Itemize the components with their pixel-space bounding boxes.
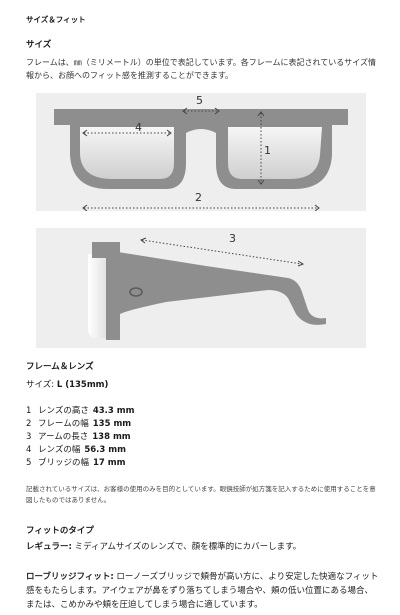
right-lens-shape — [228, 127, 322, 179]
spec-value: 56.3 mm — [84, 445, 126, 455]
frame-lens-title: フレーム＆レンズ — [26, 362, 94, 372]
spec-num: 4 — [26, 445, 32, 455]
spec-row: 2 フレームの幅 135 mm — [26, 418, 135, 431]
spec-value: 135 mm — [92, 419, 132, 429]
dim-label-5: 5 — [196, 94, 203, 107]
fit-lowbridge: ローブリッジフィット: ローノーズブリッジで頬骨が高い方に、より安定した快適なフ… — [26, 570, 381, 612]
dim-label-4: 4 — [135, 121, 142, 134]
spec-value: 138 mm — [92, 432, 131, 442]
spec-label: アームの長さ — [38, 432, 89, 442]
spec-num: 3 — [26, 432, 32, 442]
size-intro-text: フレームは、㎜（ミリメートル）の単位で表記しています。各フレームに表記されている… — [26, 58, 376, 80]
fit-lowbridge-text: ローノーズブリッジで頬骨が高い方に、より安定した快適なフィット感をもたらします。… — [26, 572, 379, 610]
fit-lowbridge-label: ローブリッジフィット: — [26, 572, 114, 582]
spec-num: 2 — [26, 419, 32, 429]
fit-type-title: フィットのタイプ — [26, 526, 94, 536]
spec-row: 3 アームの長さ 138 mm — [26, 431, 135, 444]
size-section-title: サイズ — [26, 40, 52, 50]
fit-regular-label: レギュラー: — [26, 542, 72, 552]
size-disclaimer-note: 記載されているサイズは、お客様の使用のみを目的としています。眼鏡技師が処方箋を記… — [26, 485, 376, 504]
side-frame-front — [92, 242, 120, 340]
size-line: サイズ: L (135mm) — [26, 378, 108, 390]
spec-label: レンズの高さ — [38, 406, 89, 416]
spec-label: ブリッジの幅 — [38, 458, 90, 468]
side-temple-arm — [118, 252, 326, 325]
spec-label: レンズの幅 — [38, 445, 81, 455]
frame-logo-icon — [129, 287, 143, 297]
side-view-diagram: 3 — [36, 228, 366, 348]
spec-list: 1 レンズの高さ 43.3 mm 2 フレームの幅 135 mm 3 アームの長… — [26, 405, 135, 470]
spec-value: 17 mm — [93, 458, 126, 468]
fit-regular-text: ミディアムサイズのレンズで、顔を標準的にカバーします。 — [71, 542, 302, 552]
size-value: L (135mm) — [56, 380, 109, 390]
size-label: サイズ: — [26, 380, 57, 390]
size-fit-tab-label: サイズ＆フィット — [26, 15, 86, 24]
spec-row: 5 ブリッジの幅 17 mm — [26, 457, 135, 470]
spec-value: 43.3 mm — [92, 406, 135, 416]
spec-label: フレームの幅 — [38, 419, 89, 429]
dim-label-2: 2 — [195, 191, 202, 204]
spec-num: 5 — [26, 458, 32, 468]
left-lens-shape — [80, 127, 174, 179]
spec-num: 1 — [26, 406, 32, 416]
spec-row: 4 レンズの幅 56.3 mm — [26, 444, 135, 457]
front-view-diagram: 5 4 1 2 — [36, 93, 366, 211]
dim-label-1: 1 — [264, 144, 271, 157]
dim-label-3: 3 — [229, 232, 236, 245]
fit-regular: レギュラー: ミディアムサイズのレンズで、顔を標準的にカバーします。 — [26, 540, 381, 554]
spec-row: 1 レンズの高さ 43.3 mm — [26, 405, 135, 418]
